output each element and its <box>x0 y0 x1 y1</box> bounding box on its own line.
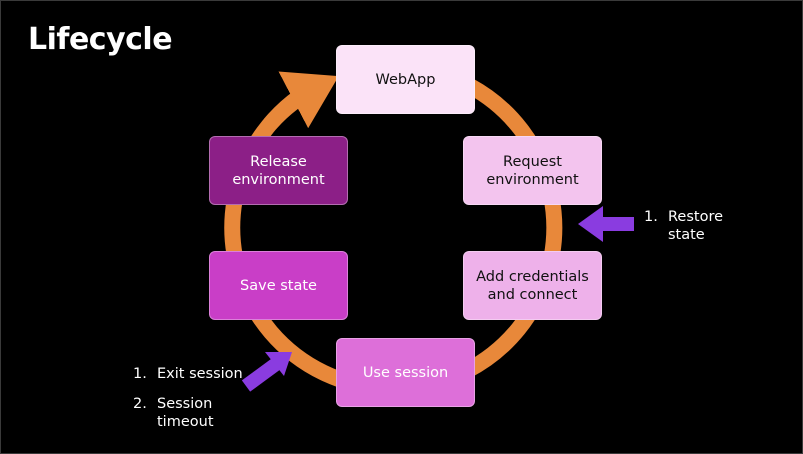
note-timeout-number: 2. <box>133 396 147 412</box>
note-restore-number: 1. <box>644 209 658 225</box>
node-webapp-label: WebApp <box>375 71 436 88</box>
node-save-state: Save state <box>209 251 348 320</box>
slide-title: Lifecycle <box>28 22 173 57</box>
node-webapp: WebApp <box>336 45 475 114</box>
node-release-environment-label: Release environment <box>232 153 325 188</box>
note-session-timeout: 2. Session timeout <box>133 395 214 431</box>
exit-pointer-arrow <box>241 352 292 392</box>
note-restore-text: Restore state <box>668 209 724 243</box>
node-release-environment: Release environment <box>209 136 348 205</box>
node-add-credentials: Add credentials and connect <box>463 251 602 320</box>
note-timeout-text: Session timeout <box>157 396 214 430</box>
note-exit-number: 1. <box>133 366 147 382</box>
node-request-environment-label: Request environment <box>486 153 579 188</box>
node-use-session-label: Use session <box>362 364 449 381</box>
node-use-session: Use session <box>336 338 475 407</box>
note-exit-text: Exit session <box>157 366 243 382</box>
note-restore-state: 1. Restore state <box>644 208 723 244</box>
node-save-state-label: Save state <box>240 277 317 294</box>
node-add-credentials-label: Add credentials and connect <box>476 268 589 303</box>
restore-pointer-arrow <box>578 206 634 242</box>
note-exit-session: 1. Exit session <box>133 365 243 383</box>
ring-arrow <box>264 71 339 130</box>
node-request-environment: Request environment <box>463 136 602 205</box>
